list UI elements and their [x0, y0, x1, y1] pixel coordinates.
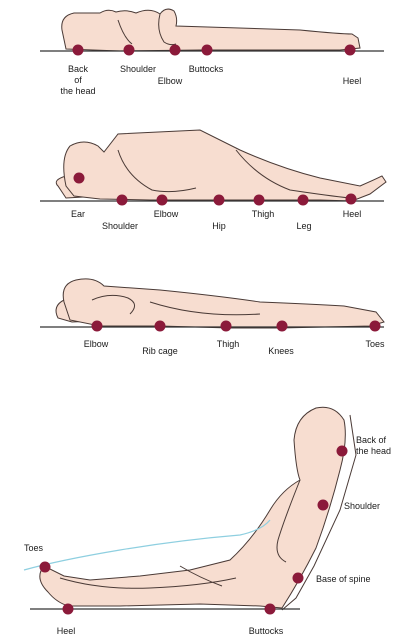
label-sitting-toes: Toes — [24, 543, 44, 553]
label-lateral-hip: Hip — [212, 221, 226, 231]
pressure-point-sitting-buttocks — [265, 604, 276, 615]
label-supine-back-of-the-head: Backofthe head — [60, 64, 95, 96]
panel-sitting — [24, 407, 356, 610]
pressure-point-lateral-thigh — [254, 195, 265, 206]
pressure-point-prone-toes — [370, 321, 381, 332]
pressure-point-sitting-heel — [63, 604, 74, 615]
pressure-point-sitting-base-of-spine — [293, 573, 304, 584]
pressure-point-sitting-toes — [40, 562, 51, 573]
label-sitting-shoulder: Shoulder — [344, 501, 380, 511]
panel-prone — [40, 279, 384, 328]
label-lateral-thigh: Thigh — [252, 209, 275, 219]
pressure-point-prone-knees — [277, 321, 288, 332]
body-lateral — [64, 130, 386, 201]
pressure-point-lateral-shoulder — [117, 195, 128, 206]
pressure-point-prone-elbow — [92, 321, 103, 332]
label-lateral-leg: Leg — [296, 221, 311, 231]
label-lateral-heel: Heel — [343, 209, 362, 219]
pressure-point-supine-buttocks — [202, 45, 213, 56]
label-supine-elbow: Elbow — [158, 76, 183, 86]
pressure-point-lateral-leg — [298, 195, 309, 206]
pressure-point-lateral-heel — [346, 194, 357, 205]
body-prone — [63, 279, 384, 328]
pressure-point-lateral-ear — [74, 173, 85, 184]
pressure-point-lateral-hip — [214, 195, 225, 206]
label-lateral-elbow: Elbow — [154, 209, 179, 219]
label-prone-rib-cage: Rib cage — [142, 346, 178, 356]
panel-supine — [40, 9, 384, 51]
label-prone-toes: Toes — [365, 339, 385, 349]
label-sitting-back-of-the-head: Back ofthe head — [356, 435, 391, 456]
label-prone-thigh: Thigh — [217, 339, 240, 349]
label-lateral-shoulder: Shoulder — [102, 221, 138, 231]
pressure-point-lateral-elbow — [157, 195, 168, 206]
label-prone-knees: Knees — [268, 346, 294, 356]
pressure-point-sitting-shoulder — [318, 500, 329, 511]
label-sitting-base-of-spine: Base of spine — [316, 574, 371, 584]
body-supine — [62, 9, 360, 51]
label-supine-buttocks: Buttocks — [189, 64, 224, 74]
label-supine-heel: Heel — [343, 76, 362, 86]
label-prone-elbow: Elbow — [84, 339, 109, 349]
label-sitting-buttocks: Buttocks — [249, 626, 284, 636]
pressure-point-sitting-back-of-the-head — [337, 446, 348, 457]
pressure-point-prone-thigh — [221, 321, 232, 332]
pressure-point-supine-heel — [345, 45, 356, 56]
pressure-point-supine-shoulder — [124, 45, 135, 56]
label-supine-shoulder: Shoulder — [120, 64, 156, 74]
pressure-point-prone-rib-cage — [155, 321, 166, 332]
label-lateral-ear: Ear — [71, 209, 85, 219]
pressure-point-supine-elbow — [170, 45, 181, 56]
pressure-point-supine-back-of-the-head — [73, 45, 84, 56]
panel-lateral — [40, 130, 386, 201]
label-sitting-heel: Heel — [57, 626, 76, 636]
